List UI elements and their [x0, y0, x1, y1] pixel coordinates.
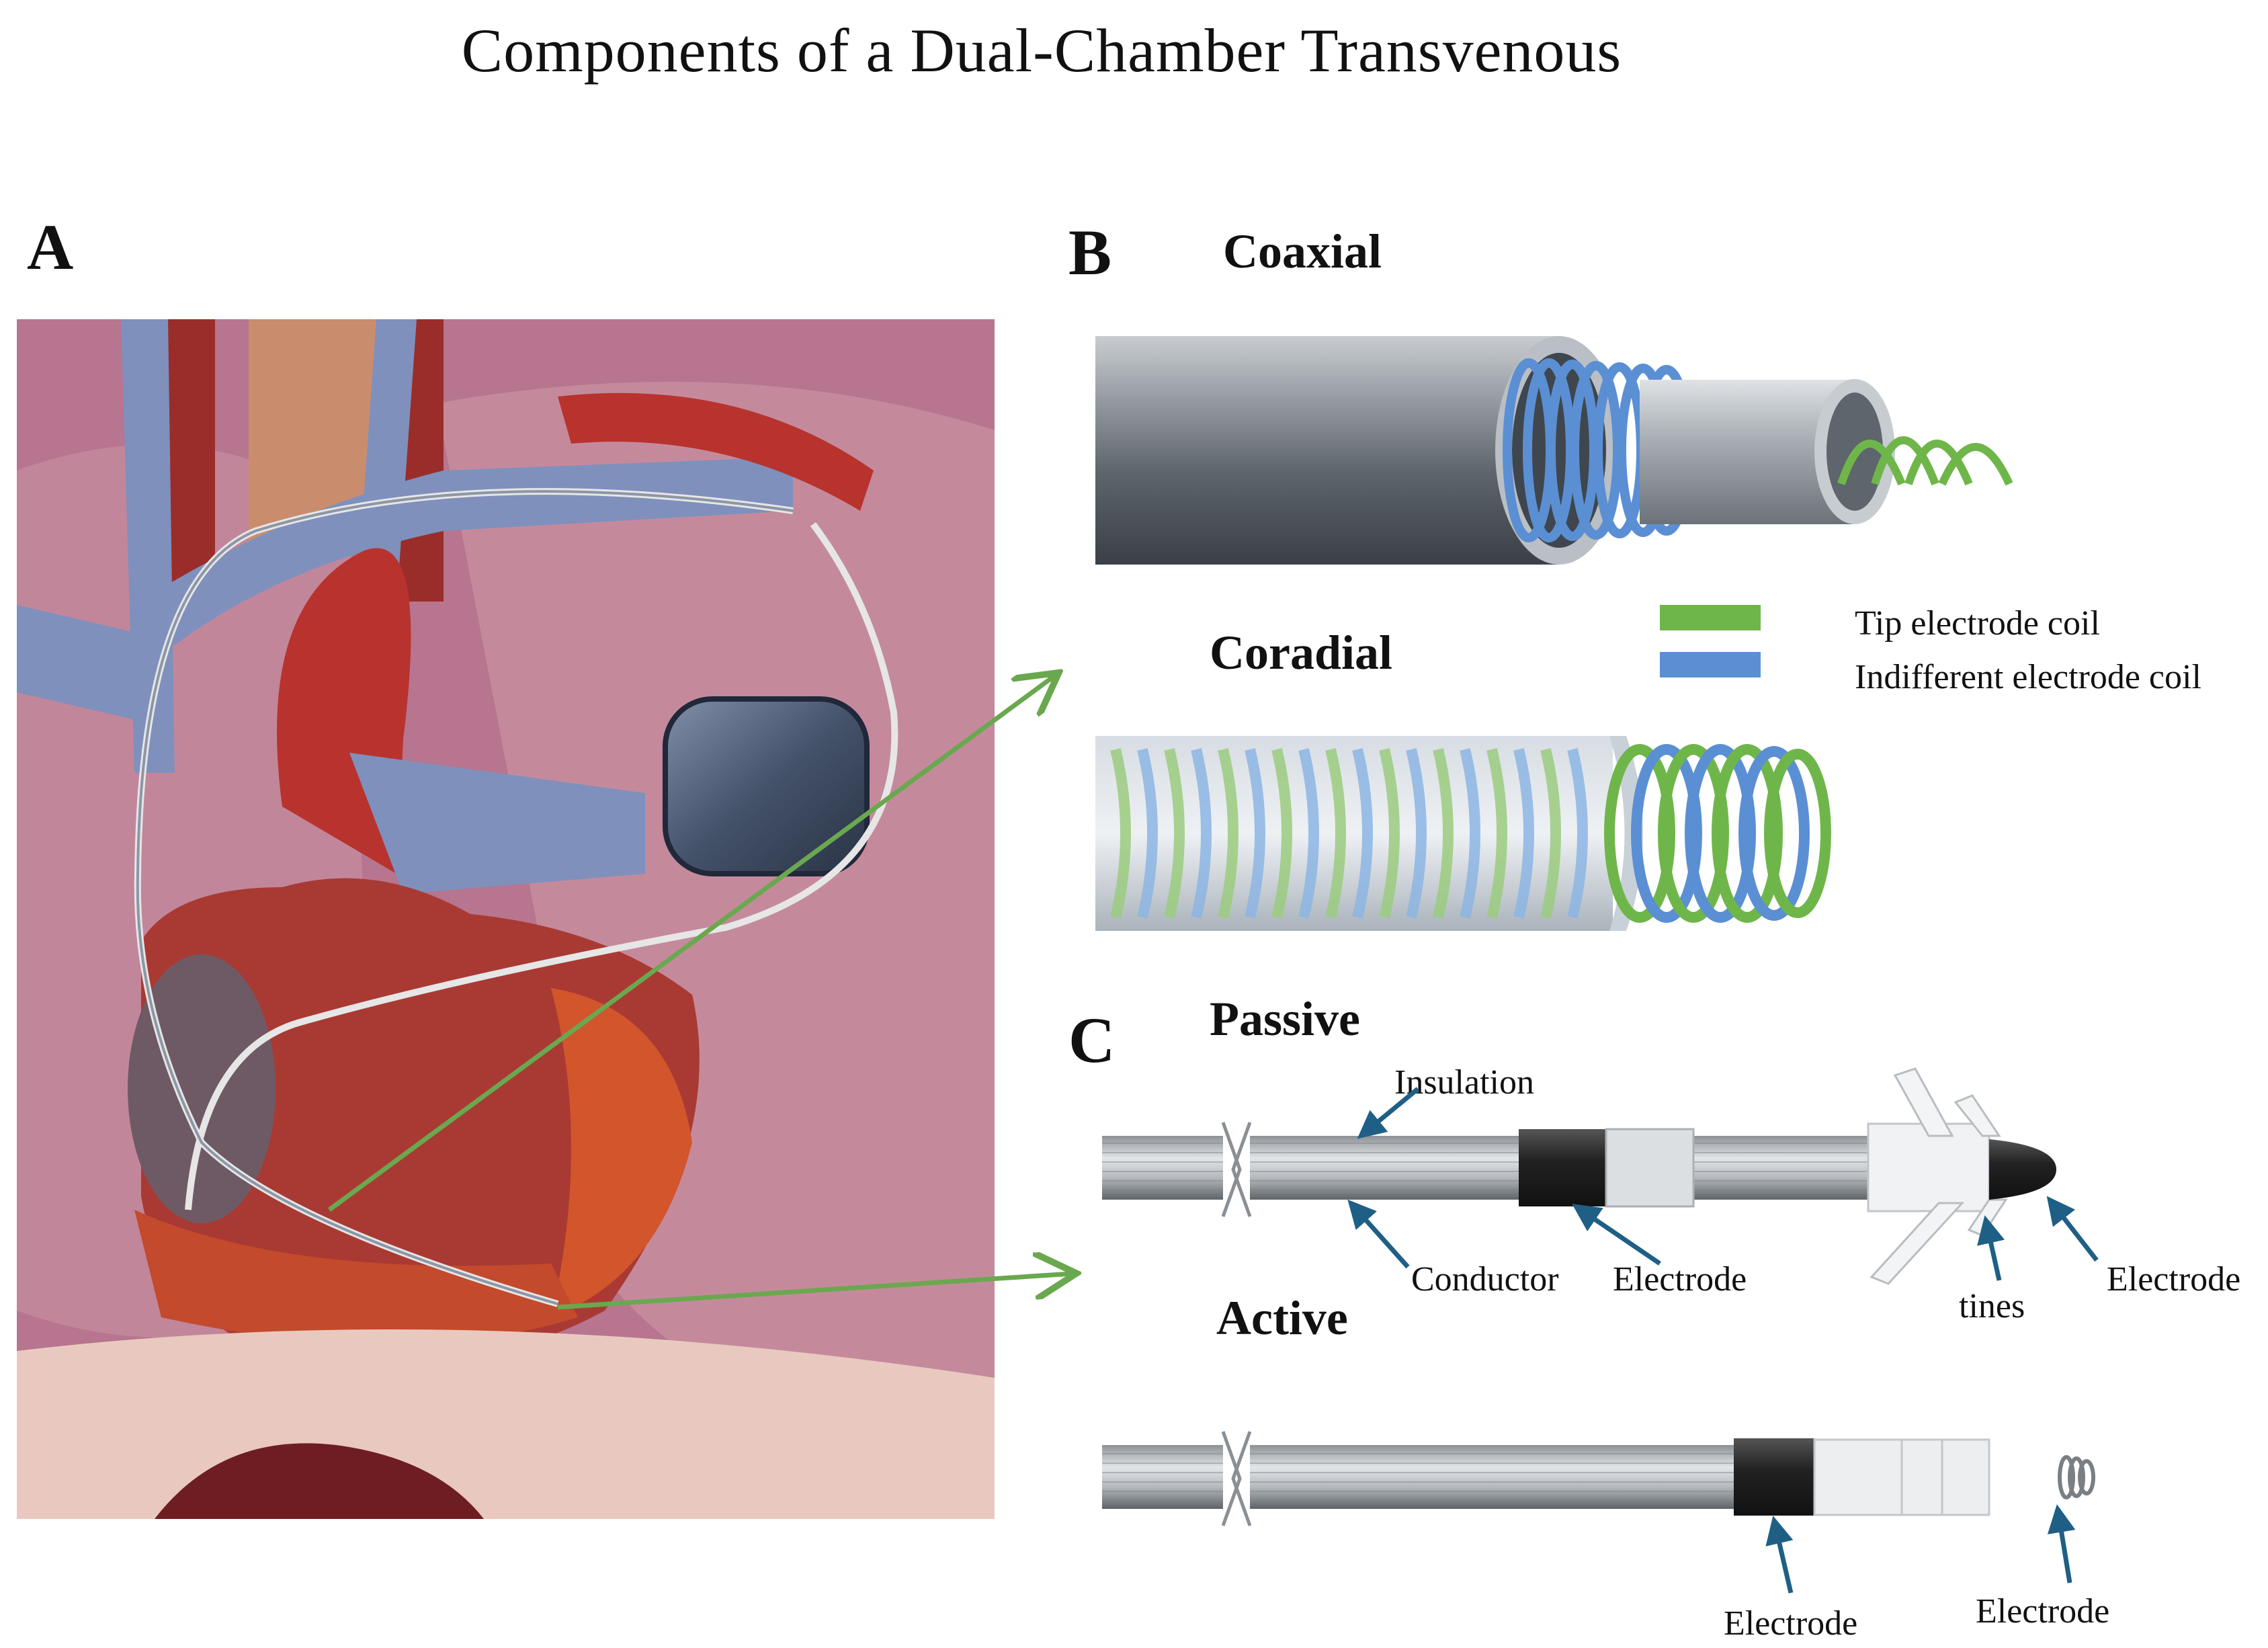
coradial-lead	[1095, 736, 1831, 931]
coradial-title: Coradial	[1210, 626, 1393, 679]
label-passive-electrode-ring: Electrode	[1613, 1260, 1747, 1299]
arrow-to-panel-b	[327, 675, 1055, 1212]
passive-lead	[1102, 1067, 2099, 1285]
coaxial-title: Coaxial	[1223, 224, 1382, 278]
legend-label-tip: Tip electrode coil	[1855, 604, 2100, 643]
heart-illustration	[17, 319, 995, 1519]
legend-swatch-tip	[1660, 605, 1761, 630]
active-title: Active	[1216, 1291, 1348, 1345]
legend-swatch-indifferent	[1660, 652, 1761, 677]
panel-a-letter: A	[27, 211, 74, 283]
label-conductor: Conductor	[1411, 1260, 1559, 1299]
label-tines: tines	[1959, 1287, 2025, 1325]
active-lead	[1102, 1431, 2095, 1594]
legend-label-indifferent: Indifferent electrode coil	[1855, 658, 2201, 696]
label-active-electrode-ring: Electrode	[1724, 1604, 1858, 1643]
figure-title: Components of a Dual-Chamber Transvenous	[461, 16, 1622, 85]
label-insulation: Insulation	[1394, 1063, 1534, 1102]
panel-b-letter: B	[1068, 216, 1112, 288]
passive-title: Passive	[1210, 992, 1360, 1046]
arrow-to-panel-c	[557, 1274, 1072, 1310]
panel-c-letter: C	[1068, 1004, 1116, 1076]
label-active-electrode-tip: Electrode	[1976, 1592, 2110, 1631]
coaxial-lead	[1095, 336, 2013, 565]
label-passive-electrode-tip: Electrode	[2107, 1260, 2241, 1299]
